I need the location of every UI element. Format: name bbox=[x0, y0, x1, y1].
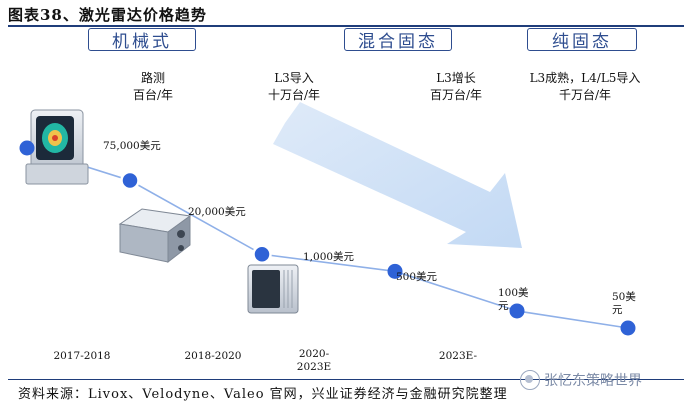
price-point-2 bbox=[252, 244, 272, 265]
phase-mechanical: 机械式 bbox=[88, 28, 196, 52]
price-point-1 bbox=[120, 170, 140, 191]
volume-label-l3-mature: L3成熟，L4/L5导入 千万台/年 bbox=[510, 70, 660, 104]
price-point-4 bbox=[509, 303, 525, 319]
wechat-icon bbox=[520, 370, 540, 390]
title-divider bbox=[8, 25, 684, 27]
price-trend-line bbox=[26, 147, 629, 329]
phase-hybrid-solid-state: 混合固态 bbox=[344, 28, 452, 52]
volume-label-road-test: 路测 百台/年 bbox=[118, 70, 188, 104]
x-axis-label-3: 2023E- bbox=[439, 350, 478, 362]
x-axis-label-0: 2017-2018 bbox=[54, 350, 111, 362]
price-label-0: 75,000美元 bbox=[103, 139, 161, 152]
volume-scale: 十万台/年 bbox=[267, 88, 321, 102]
volume-label-l3-growth: L3增长 百万台/年 bbox=[406, 70, 506, 104]
trend-arrow bbox=[273, 102, 522, 248]
source-note: 资料来源：Livox、Velodyne、Valeo 官网，兴业证券经济与金融研究… bbox=[18, 387, 508, 402]
lidar-solid-state-icon bbox=[247, 264, 299, 314]
page-title: 图表38、激光雷达价格趋势 bbox=[8, 6, 207, 24]
volume-label-l3-intro: L3导入 十万台/年 bbox=[246, 70, 342, 104]
x-axis-label-2: 2020-2023E bbox=[297, 348, 331, 373]
price-point-0 bbox=[19, 140, 35, 156]
volume-stage: L3增长 bbox=[436, 71, 476, 85]
watermark-text: 张忆东策略世界 bbox=[544, 373, 642, 389]
price-label-5: 50美元 bbox=[612, 290, 636, 316]
volume-scale: 千万台/年 bbox=[558, 88, 612, 102]
footer-divider bbox=[8, 379, 684, 380]
price-point-5 bbox=[620, 320, 636, 336]
volume-scale: 百万台/年 bbox=[429, 88, 483, 102]
price-label-3: 500美元 bbox=[396, 270, 438, 283]
price-label-1: 20,000美元 bbox=[188, 205, 246, 218]
lidar-hybrid-icon bbox=[118, 208, 192, 264]
price-trend-chart: 75,000美元 20,000美元 1,000美元 500美元 100美元 50美元 20… bbox=[19, 102, 636, 373]
x-axis-label-1: 2018-2020 bbox=[185, 350, 242, 362]
price-label-2: 1,000美元 bbox=[303, 250, 355, 263]
phase-pure-solid-state: 纯固态 bbox=[527, 28, 637, 52]
watermark: 张忆东策略世界 bbox=[520, 370, 642, 390]
lidar-mechanical-icon bbox=[25, 109, 89, 185]
volume-stage: 路测 bbox=[140, 71, 165, 85]
volume-scale: 百台/年 bbox=[132, 88, 174, 102]
price-label-4: 100美元 bbox=[498, 286, 529, 312]
volume-stage: L3导入 bbox=[274, 71, 314, 85]
volume-stage: L3成熟，L4/L5导入 bbox=[529, 71, 641, 85]
price-point-3 bbox=[387, 263, 403, 279]
